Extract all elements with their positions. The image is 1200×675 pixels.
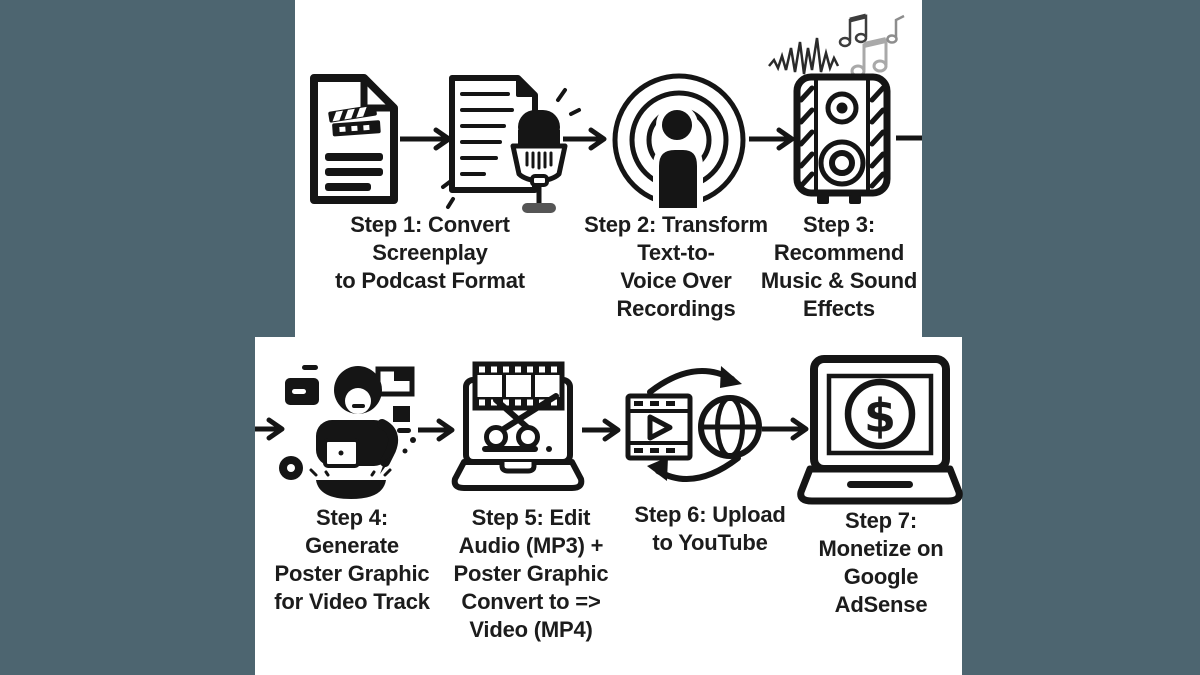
broadcast-person-icon	[608, 70, 750, 215]
cycle-arrow-bottom-icon	[655, 455, 741, 482]
arrow-upload-to-monetize-icon	[762, 417, 810, 442]
arrow-script-to-broadcast-icon	[563, 126, 609, 152]
step-label-line: Text-to-	[637, 240, 715, 265]
step-4-label: Step 4: Generate Poster Graphic for Vide…	[274, 504, 430, 616]
step-label-line: Recordings	[616, 296, 736, 321]
speaker-music-icon	[745, 8, 917, 206]
play-icon	[647, 414, 673, 441]
globe-icon	[698, 395, 762, 459]
step-label-line: Step 6: Upload	[634, 502, 786, 527]
arrow-designer-to-editing-icon	[418, 418, 456, 443]
graphic-designer-icon	[278, 360, 423, 502]
step-label-line: Voice Over	[620, 268, 732, 293]
line-speaker-to-edge-icon	[896, 135, 922, 141]
laptop-dollar-icon: $	[796, 355, 964, 505]
arrow-editing-to-upload-icon	[582, 418, 622, 443]
step-label-line: Step 1: Convert	[350, 212, 510, 237]
sound-wave-icon	[768, 37, 840, 75]
laptop-video-editing-icon	[451, 358, 585, 496]
step-label-line: AdSense	[834, 592, 928, 617]
step-label-line: Effects	[803, 296, 875, 321]
step-label-line: Google	[843, 564, 919, 589]
step-label-line: Step 5: Edit	[471, 505, 591, 530]
arrow-edge-to-designer-icon	[255, 417, 285, 442]
step-label-line: Screenplay	[372, 240, 488, 265]
step-2-label: Step 2: Transform Text-to- Voice Over Re…	[584, 211, 768, 323]
step-label-line: Convert to =>	[461, 589, 601, 614]
step-label-line: Step 2: Transform	[584, 212, 768, 237]
step-6-label: Step 6: Upload to YouTube	[634, 501, 785, 557]
step-label-line: Poster Graphic	[453, 561, 609, 586]
cycle-arrow-top-icon	[647, 368, 735, 395]
step-label-line: Monetize on	[818, 536, 944, 561]
step-5-label: Step 5: Edit Audio (MP3) + Poster Graphi…	[454, 504, 609, 644]
step-label-line: Poster Graphic	[274, 561, 430, 586]
arrow-doc-to-script-icon	[400, 126, 454, 152]
dollar-glyph: $	[864, 389, 896, 443]
step-3-label: Step 3: Recommend Music & Sound Effects	[761, 211, 917, 323]
step-label-line: Step 3:	[803, 212, 875, 237]
step-7-label: Step 7: Monetize on Google AdSense	[819, 507, 944, 619]
music-note-small-icon	[886, 14, 905, 44]
step-label-line: Generate	[305, 533, 399, 558]
step-label-line: Music & Sound	[760, 268, 918, 293]
step-label-line: Audio (MP3) +	[458, 533, 604, 558]
step-label-line: Recommend	[773, 240, 905, 265]
music-note-light-icon	[850, 37, 888, 78]
video-upload-globe-icon	[622, 360, 767, 492]
step-label-line: to Podcast Format	[335, 268, 525, 293]
step-label-line: to YouTube	[652, 530, 768, 555]
step-label-line: for Video Track	[274, 589, 430, 614]
step-label-line: Step 4:	[316, 505, 388, 530]
podcast-script-microphone-icon	[438, 68, 581, 216]
step-label-line: Video (MP4)	[469, 617, 593, 642]
arrow-broadcast-to-speaker-icon	[749, 126, 797, 152]
music-note-dark-icon	[838, 13, 868, 48]
screenplay-document-icon	[304, 72, 400, 206]
step-1-label: Step 1: Convert Screenplay to Podcast Fo…	[335, 211, 525, 295]
step-label-line: Step 7:	[845, 508, 917, 533]
